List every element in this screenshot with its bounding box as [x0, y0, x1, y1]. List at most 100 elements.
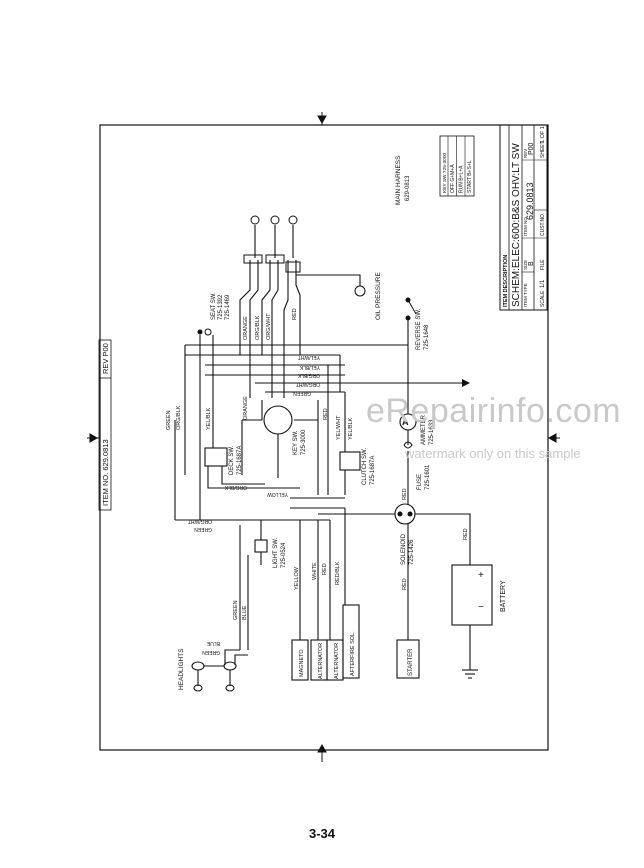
key-table-row: OFF G+M+A	[450, 164, 456, 193]
alternator-label: ALTERNATOR	[334, 643, 340, 679]
watermark: eRepairinfo.com	[366, 392, 622, 430]
top-tab-rev: REV P00	[101, 343, 110, 374]
wire-label: ORANGE	[243, 396, 249, 420]
wire-label: YEL/BLK	[206, 407, 212, 430]
seat-switch-label: SEAT SW.	[211, 292, 217, 320]
wire-label: GREEN	[166, 410, 172, 430]
title-size: B	[528, 261, 535, 266]
deck-switch-label: DECK SW.	[229, 445, 235, 475]
wire-label: ORG/BLK	[297, 372, 320, 378]
wire-label: ORG/BLK	[255, 315, 261, 340]
title-type-label: ITEM TYPE	[523, 283, 528, 307]
deck-switch-part: 725-1687A	[237, 446, 243, 475]
reverse-switch-part: 725-1648	[424, 324, 430, 350]
afterfire-solenoid-label: AFTERFIRE SOL.	[350, 631, 356, 676]
wire-label: YEL/BLK	[348, 417, 354, 440]
key-table-header: KEY SW 725-3000	[442, 152, 448, 193]
main-harness-label: MAIN HARNESS 629-0813	[395, 155, 411, 205]
wire-label: RED	[292, 308, 298, 320]
title-sheet-label: SHEET	[540, 141, 546, 158]
ammeter-symbol: A	[402, 417, 409, 427]
key-switch-label: KEY SW.	[293, 430, 299, 455]
wire-label: RED/BLK	[335, 561, 341, 585]
wire-label: BLUE	[242, 605, 248, 620]
solenoid-part: 725-1426	[409, 539, 415, 565]
title-description: SCHEM:ELEC:600:B&S OHV:LT SW	[511, 143, 522, 307]
seat-switch-part: 725-1392	[218, 294, 224, 320]
starter-label: STARTER	[408, 648, 414, 676]
battery-plus: +	[478, 570, 484, 581]
solenoid-label: SOLENOID	[401, 533, 407, 565]
wire-label: YELLOW	[267, 491, 288, 497]
wire-label: GREEN	[233, 600, 239, 620]
top-tab: ITEM NO. 629.0813 REV P00	[98, 339, 112, 511]
battery-label: BATTERY	[500, 580, 507, 612]
key-switch-part: 725-3000	[301, 429, 307, 455]
title-desc-label: ITEM DESCRIPTION	[503, 255, 509, 307]
wire-label: ORG/WHT	[188, 518, 212, 524]
title-cust-label: CUST.NO.	[540, 213, 546, 236]
key-table-row: START B+S+L	[467, 160, 473, 193]
headlights-label: HEADLIGHTS	[178, 648, 185, 690]
seat-switch-part: 725-1469	[225, 294, 231, 320]
wire-label: RED	[402, 488, 408, 500]
seat-connectors	[197, 215, 366, 336]
wire-label: GREEN	[293, 390, 311, 396]
oil-pressure-label: OIL PRESSURE	[375, 272, 382, 320]
reverse-switch-label: REVERSE SW.	[416, 308, 422, 350]
ammeter-part: 725-1633	[429, 419, 435, 445]
wire-label: YEL/WHT	[298, 354, 320, 360]
title-sheet: 1 OF 1	[540, 126, 546, 143]
title-rev: P00	[528, 142, 535, 155]
wire-label: ORG/WHT	[296, 381, 320, 387]
wire-label: RED	[323, 408, 329, 420]
key-table-row: RUN B+L+A	[459, 165, 465, 193]
light-switch-label: LIGHT SW.	[273, 537, 279, 568]
fuse-label: FUSE	[417, 474, 423, 490]
wire-label: GREEN	[194, 526, 212, 532]
ammeter-label: AMMETER	[421, 414, 427, 445]
wire-label: BLUE	[206, 640, 220, 646]
title-size-label: SIZE	[523, 260, 528, 270]
wire-label: GREEN	[202, 649, 220, 655]
page-number: 3-34	[308, 826, 336, 841]
title-rev-label: REV	[523, 149, 528, 158]
title-file-label: FILE	[540, 259, 546, 270]
svg-text:MAIN HARNESS: MAIN HARNESS	[395, 155, 402, 205]
title-block: ITEM DESCRIPTION SCHEM:ELEC:600:B&S OHV:…	[499, 124, 548, 311]
wire-label: RED	[463, 528, 469, 540]
wire-color-labels: ORANGE ORG/BLK ORG/WHT RED YEL/WHT YEL/B…	[166, 308, 469, 655]
center-marks	[87, 112, 560, 762]
battery-minus: −	[478, 602, 484, 613]
wire-label: YELLOW	[294, 566, 300, 590]
clutch-switch-label: CLUTCH SW.	[362, 448, 368, 485]
key-switch-table: KEY SW 725-3000 OFF G+M+A RUN B+L+A STAR…	[439, 135, 475, 197]
wire-label: YEL/WHT	[336, 415, 342, 440]
wire-label: WHITE	[312, 562, 318, 580]
wiring	[174, 225, 493, 692]
wire-label: ORG/WHT	[266, 313, 272, 340]
magneto-label: MAGNETO	[299, 649, 305, 677]
wire-label: RED	[402, 578, 408, 590]
fuse-part: 725-1601	[425, 464, 431, 490]
title-scale-label: SCALE	[540, 290, 546, 307]
wire-label: RED	[322, 563, 328, 575]
wire-label: ORG/BLK	[176, 405, 182, 430]
svg-text:629-0813: 629-0813	[405, 175, 411, 201]
component-labels: SEAT SW. 725-1392 725-1469 OIL PRESSURE …	[178, 272, 507, 690]
top-tab-item-no: ITEM NO. 629.0813	[101, 439, 110, 506]
light-switch-part: 725-0524	[281, 542, 287, 568]
title-itemno-label: ITEM NO.	[523, 216, 528, 236]
title-scale: 1/1	[540, 279, 546, 288]
reverse-switch-symbol	[405, 297, 417, 321]
title-itemno: 629.0813	[525, 182, 535, 220]
wire-label: ORG/BLK	[224, 484, 247, 490]
wire-label: YEL/BLK	[299, 364, 320, 370]
drawing-frame	[99, 124, 549, 751]
wire-label: ORANGE	[243, 316, 249, 340]
watermark-sub: watermark only on this sample	[405, 446, 581, 461]
clutch-switch-part: 725-1687A	[370, 456, 376, 485]
alternator-label: ALTERNATOR	[318, 643, 324, 679]
